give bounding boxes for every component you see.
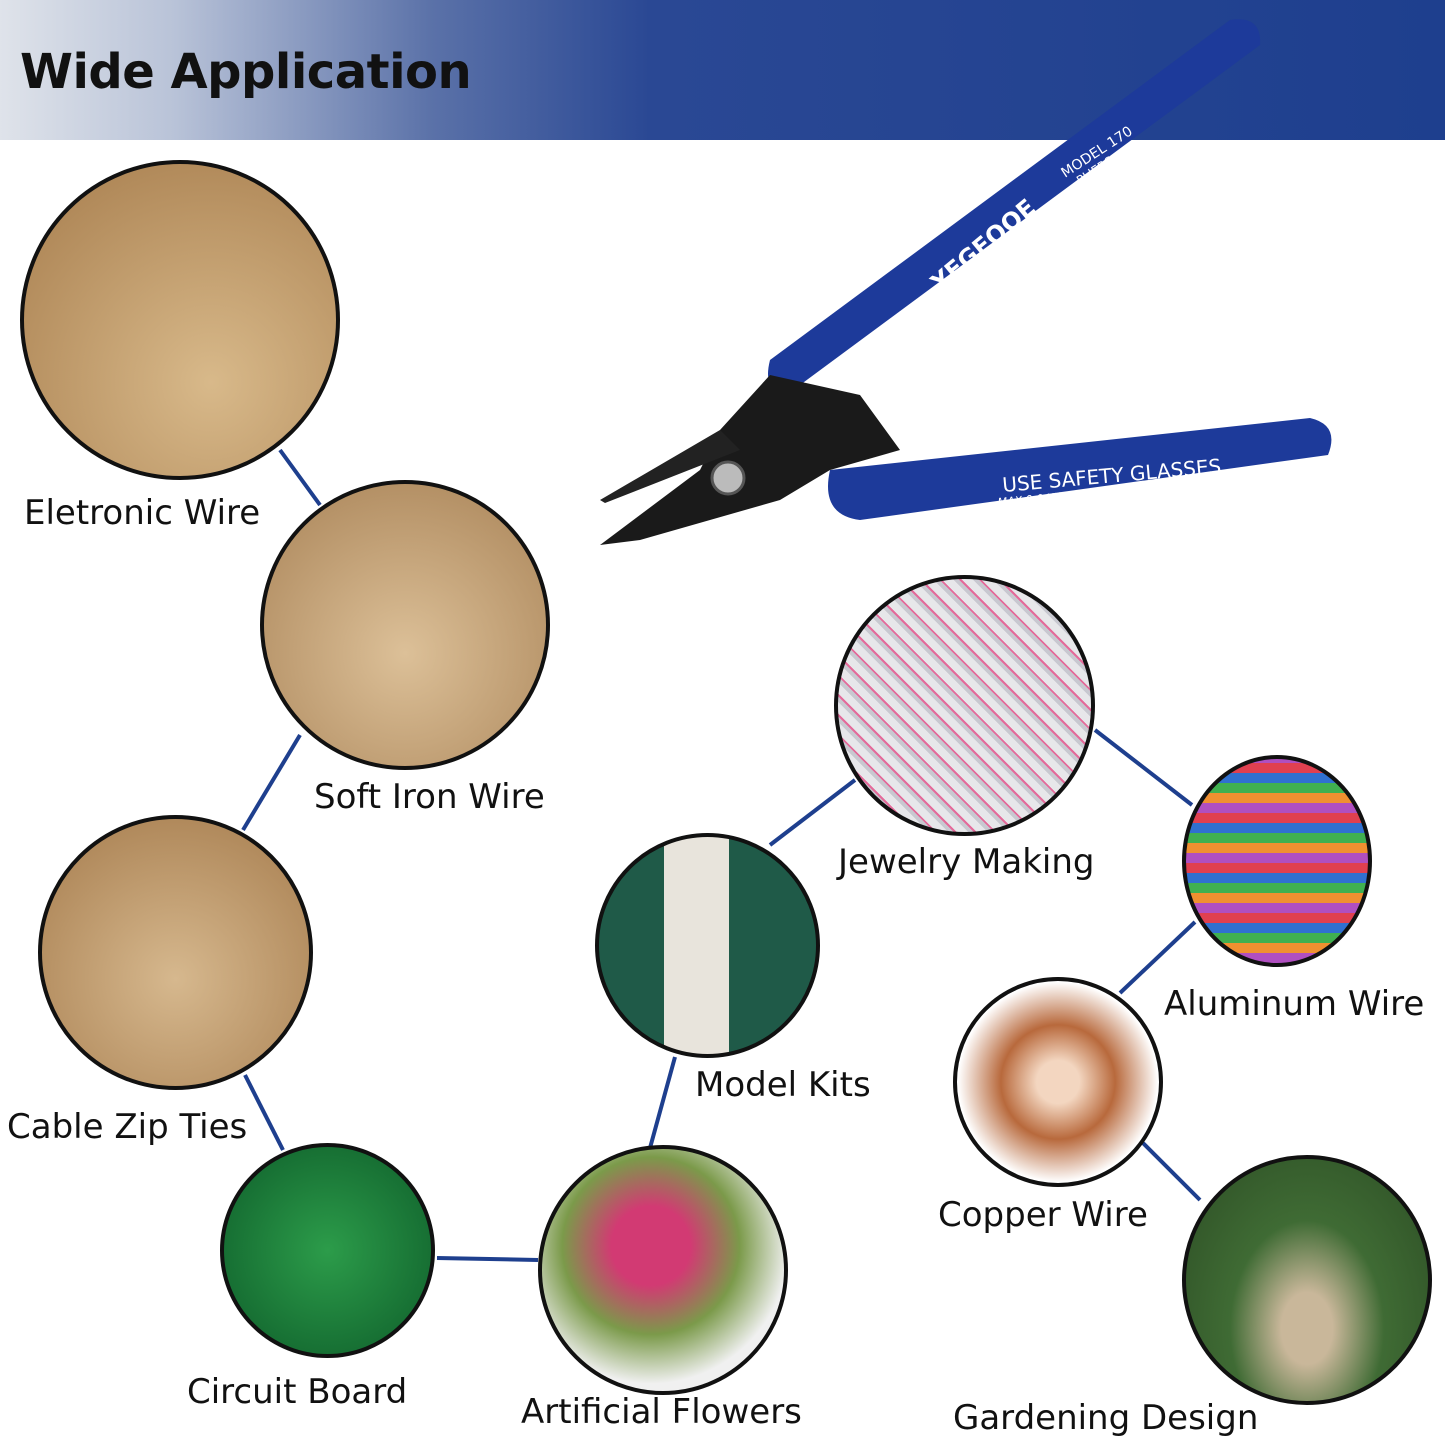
page-title: Wide Application xyxy=(20,44,472,100)
copper-wire-photo xyxy=(953,977,1163,1187)
connector xyxy=(648,1056,677,1149)
soft-iron-wire-photo xyxy=(260,480,550,770)
connector xyxy=(241,733,302,832)
connector xyxy=(768,778,857,847)
gardening-design-photo xyxy=(1182,1155,1432,1405)
connector xyxy=(1141,1141,1202,1202)
aluminum-wire-photo xyxy=(1182,755,1372,967)
pliers-image: YEGEOOE MODEL 170 PLIERS USE SAFETY GLAS… xyxy=(600,19,1332,545)
artificial-flowers-photo xyxy=(538,1145,788,1395)
label-cable-zip-ties: Cable Zip Ties xyxy=(7,1107,248,1147)
label-jewelry-making: Jewelry Making xyxy=(838,842,1095,882)
label-artificial-flowers: Artificial Flowers xyxy=(521,1392,802,1432)
label-model-kits: Model Kits xyxy=(695,1065,871,1105)
label-gardening-design: Gardening Design xyxy=(953,1398,1259,1438)
connector xyxy=(278,448,322,507)
label-soft-iron-wire: Soft Iron Wire xyxy=(314,777,545,817)
model-kits-photo xyxy=(595,833,820,1058)
connector xyxy=(243,1074,285,1151)
connector xyxy=(1093,728,1194,807)
electronic-wire-photo xyxy=(20,160,340,480)
cable-zip-ties-photo xyxy=(38,815,313,1090)
label-circuit-board: Circuit Board xyxy=(187,1372,408,1412)
label-copper-wire: Copper Wire xyxy=(938,1195,1148,1235)
label-aluminum-wire: Aluminum Wire xyxy=(1164,984,1425,1024)
connector xyxy=(436,1256,539,1262)
label-electronic-wire: Eletronic Wire xyxy=(24,493,261,533)
connector xyxy=(1118,920,1197,995)
jewelry-making-photo xyxy=(834,575,1095,836)
circuit-board-photo xyxy=(220,1143,435,1358)
